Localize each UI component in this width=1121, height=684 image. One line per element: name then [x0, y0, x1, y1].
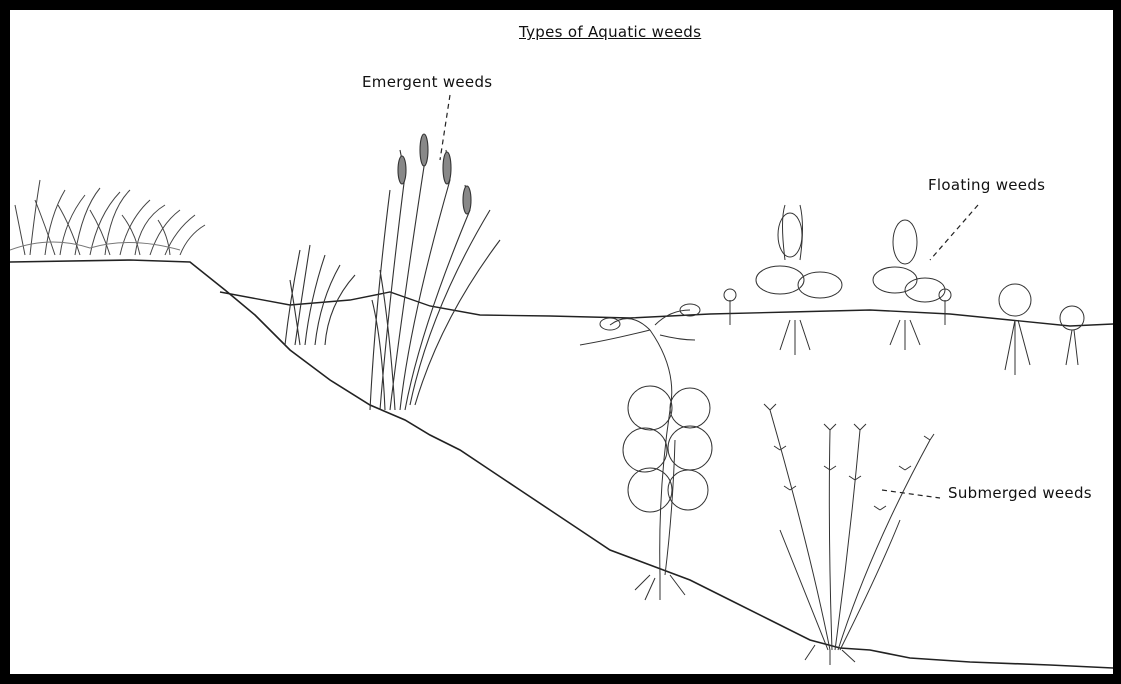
- label-submerged-weeds: Submerged weeds: [948, 484, 1092, 502]
- diagram-frame: Types of Aquatic weeds Emergent weeds Fl…: [10, 10, 1113, 674]
- diagram-title: Types of Aquatic weeds: [519, 23, 701, 41]
- bank-profile: [10, 260, 1113, 668]
- bank-grass: [10, 180, 205, 255]
- bushy-submerged-weed: [764, 404, 934, 665]
- emergent-leader: [440, 95, 450, 160]
- water-surface: [220, 292, 1113, 326]
- label-floating-weeds: Floating weeds: [928, 176, 1045, 194]
- emergent-plants: [285, 134, 500, 410]
- aquatic-weeds-illustration: [10, 10, 1113, 674]
- floating-leader: [930, 205, 978, 260]
- label-emergent-weeds: Emergent weeds: [362, 73, 492, 91]
- round-leaf-weed: [580, 304, 712, 600]
- submerged-leader: [882, 490, 940, 498]
- floating-plants: [724, 205, 1084, 375]
